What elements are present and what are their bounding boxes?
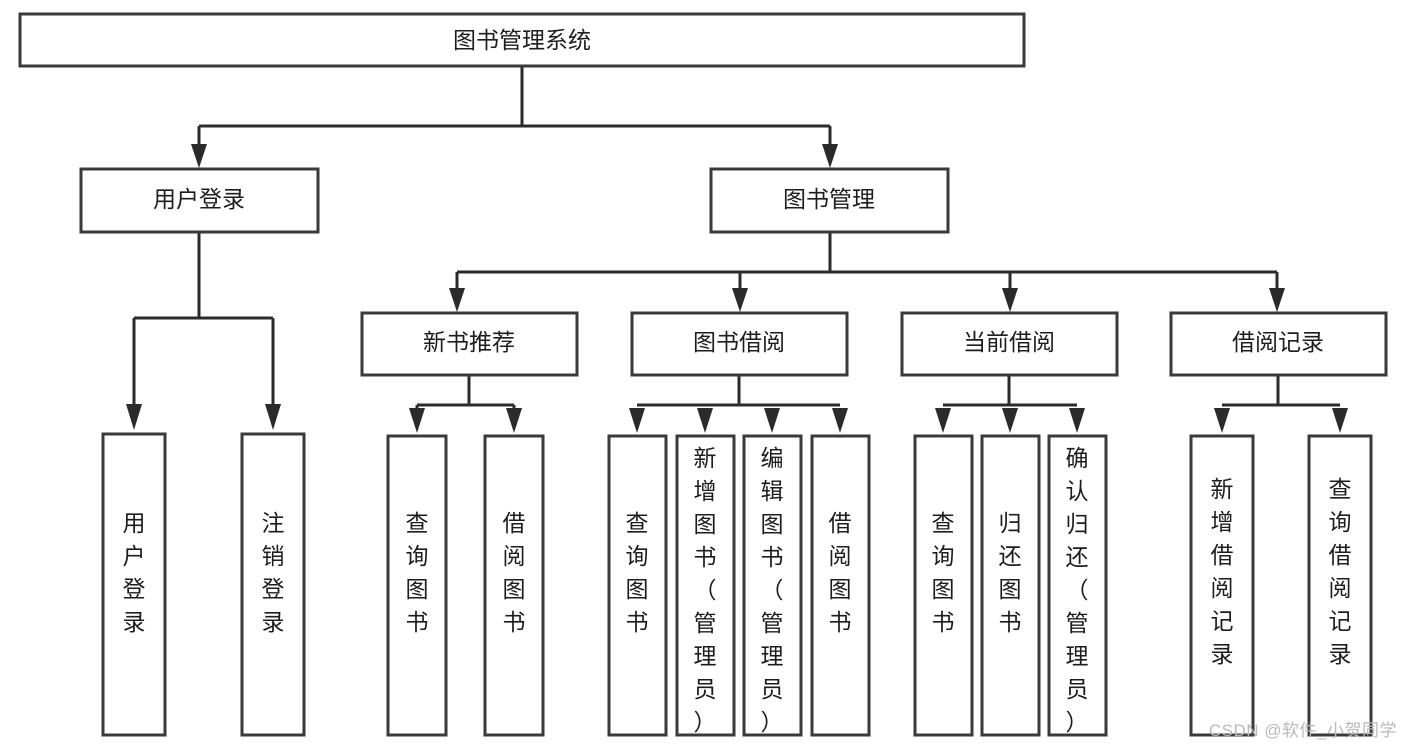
node-leaf-borrow-book-2-box[interactable] bbox=[810, 434, 871, 737]
node-leaf-query-record[interactable]: 查询借阅记录 bbox=[1307, 434, 1373, 737]
arrow-head-leaf-user-login bbox=[126, 404, 142, 430]
arrow-head-leaf-borrow-book-1 bbox=[506, 408, 522, 433]
arrow-head-user-login bbox=[191, 144, 207, 168]
arrow-head-leaf-add-book bbox=[697, 408, 713, 433]
node-leaf-add-record-label: 新增借阅记录 bbox=[1211, 476, 1234, 667]
node-leaf-confirm-return[interactable]: 确认归还（管理员） bbox=[1047, 434, 1108, 737]
arrow-head-borrow-record bbox=[1269, 288, 1285, 312]
node-leaf-add-book[interactable]: 新增图书（管理员） bbox=[675, 434, 736, 737]
node-leaf-edit-book-label: 编辑图书（管理员） bbox=[761, 445, 784, 735]
node-user-login-label: 用户登录 bbox=[153, 186, 245, 212]
arrow-head-leaf-logout bbox=[265, 404, 281, 430]
node-borrow-record[interactable]: 借阅记录 bbox=[1169, 311, 1388, 377]
arrow-head-current-borrow bbox=[1002, 288, 1018, 312]
node-book-manage-label: 图书管理 bbox=[783, 186, 875, 212]
arrow-head-leaf-borrow-book-2 bbox=[832, 408, 848, 433]
node-leaf-query-book-2-label: 查询图书 bbox=[626, 510, 649, 635]
node-root-box[interactable] bbox=[18, 12, 1026, 68]
node-leaf-query-book-2[interactable]: 查询图书 bbox=[607, 434, 668, 737]
node-user-login-box[interactable] bbox=[79, 167, 320, 234]
arrow-head-leaf-query-book-3 bbox=[935, 408, 951, 433]
arrow-head-new-book-rec bbox=[449, 288, 465, 312]
node-current-borrow-box[interactable] bbox=[900, 311, 1119, 377]
node-book-manage-box[interactable] bbox=[709, 167, 950, 234]
node-root-label: 图书管理系统 bbox=[453, 27, 591, 53]
node-new-book-rec-box[interactable] bbox=[360, 311, 579, 377]
node-leaf-logout-label: 注销登录 bbox=[262, 510, 285, 635]
node-leaf-edit-book[interactable]: 编辑图书（管理员） bbox=[742, 434, 803, 737]
arrow-head-leaf-query-record bbox=[1332, 408, 1348, 433]
node-current-borrow-label: 当前借阅 bbox=[963, 329, 1055, 355]
node-new-book-rec-label: 新书推荐 bbox=[423, 329, 515, 355]
node-leaf-query-book-3-label: 查询图书 bbox=[932, 510, 955, 635]
node-leaf-add-record-box[interactable] bbox=[1189, 434, 1255, 737]
arrow-head-leaf-query-book-2 bbox=[629, 408, 645, 433]
csdn-watermark: CSDN @软件_小贺同学 bbox=[1208, 721, 1397, 740]
node-book-borrow-label: 图书借阅 bbox=[693, 329, 785, 355]
connector-group-borrow-record bbox=[1214, 375, 1348, 433]
arrow-head-book-borrow bbox=[732, 288, 748, 312]
node-leaf-borrow-book-2[interactable]: 借阅图书 bbox=[810, 434, 871, 737]
node-leaf-query-record-label: 查询借阅记录 bbox=[1329, 476, 1352, 667]
arrow-head-leaf-return-book bbox=[1002, 408, 1018, 433]
node-leaf-borrow-book-1-box[interactable] bbox=[483, 434, 545, 737]
arrow-head-leaf-add-record bbox=[1214, 408, 1230, 433]
node-leaf-add-book-box[interactable] bbox=[675, 434, 736, 737]
node-leaf-borrow-book-2-label: 借阅图书 bbox=[829, 510, 852, 635]
connector-group-current-borrow bbox=[935, 375, 1085, 433]
node-leaf-return-book-label: 归还图书 bbox=[999, 510, 1022, 635]
node-leaf-add-book-label: 新增图书（管理员） bbox=[694, 445, 717, 735]
node-leaf-add-record[interactable]: 新增借阅记录 bbox=[1189, 434, 1255, 737]
node-book-borrow[interactable]: 图书借阅 bbox=[630, 311, 849, 377]
node-user-login[interactable]: 用户登录 bbox=[79, 167, 320, 234]
connector-group-user-login bbox=[126, 232, 281, 430]
node-borrow-record-label: 借阅记录 bbox=[1232, 329, 1324, 355]
arrow-head-leaf-edit-book bbox=[764, 408, 780, 433]
node-leaf-query-book-1[interactable]: 查询图书 bbox=[386, 434, 448, 737]
node-book-manage[interactable]: 图书管理 bbox=[709, 167, 950, 234]
node-leaf-return-book-box[interactable] bbox=[980, 434, 1041, 737]
node-new-book-rec[interactable]: 新书推荐 bbox=[360, 311, 579, 377]
arrow-head-leaf-confirm-return bbox=[1069, 408, 1085, 433]
node-leaf-borrow-book-1-label: 借阅图书 bbox=[503, 510, 526, 635]
node-leaf-edit-book-box[interactable] bbox=[742, 434, 803, 737]
arrow-head-leaf-query-book-1 bbox=[409, 408, 425, 433]
connector-group-book-manage bbox=[449, 232, 1285, 312]
node-leaf-user-login-box[interactable] bbox=[101, 432, 167, 737]
node-leaf-user-login-label: 用户登录 bbox=[123, 510, 146, 635]
node-leaf-confirm-return-label: 确认归还（管理员） bbox=[1066, 445, 1089, 735]
node-leaf-query-book-2-box[interactable] bbox=[607, 434, 668, 737]
connector-group-root bbox=[191, 66, 838, 168]
node-leaf-borrow-book-1[interactable]: 借阅图书 bbox=[483, 434, 545, 737]
node-current-borrow[interactable]: 当前借阅 bbox=[900, 311, 1119, 377]
node-leaf-return-book[interactable]: 归还图书 bbox=[980, 434, 1041, 737]
node-leaf-query-book-1-box[interactable] bbox=[386, 434, 448, 737]
connector-group-book-borrow bbox=[629, 375, 848, 433]
node-leaf-query-book-3[interactable]: 查询图书 bbox=[913, 434, 974, 737]
node-root[interactable]: 图书管理系统 bbox=[18, 12, 1026, 68]
node-leaf-query-record-box[interactable] bbox=[1307, 434, 1373, 737]
node-leaf-logout[interactable]: 注销登录 bbox=[240, 432, 306, 737]
arrow-head-book-manage bbox=[822, 144, 838, 168]
node-leaf-logout-box[interactable] bbox=[240, 432, 306, 737]
connector-group-new-book-rec bbox=[409, 375, 522, 433]
node-borrow-record-box[interactable] bbox=[1169, 311, 1388, 377]
node-book-borrow-box[interactable] bbox=[630, 311, 849, 377]
node-leaf-query-book-3-box[interactable] bbox=[913, 434, 974, 737]
node-leaf-query-book-1-label: 查询图书 bbox=[406, 510, 429, 635]
node-leaf-confirm-return-box[interactable] bbox=[1047, 434, 1108, 737]
node-leaf-user-login[interactable]: 用户登录 bbox=[101, 432, 167, 737]
